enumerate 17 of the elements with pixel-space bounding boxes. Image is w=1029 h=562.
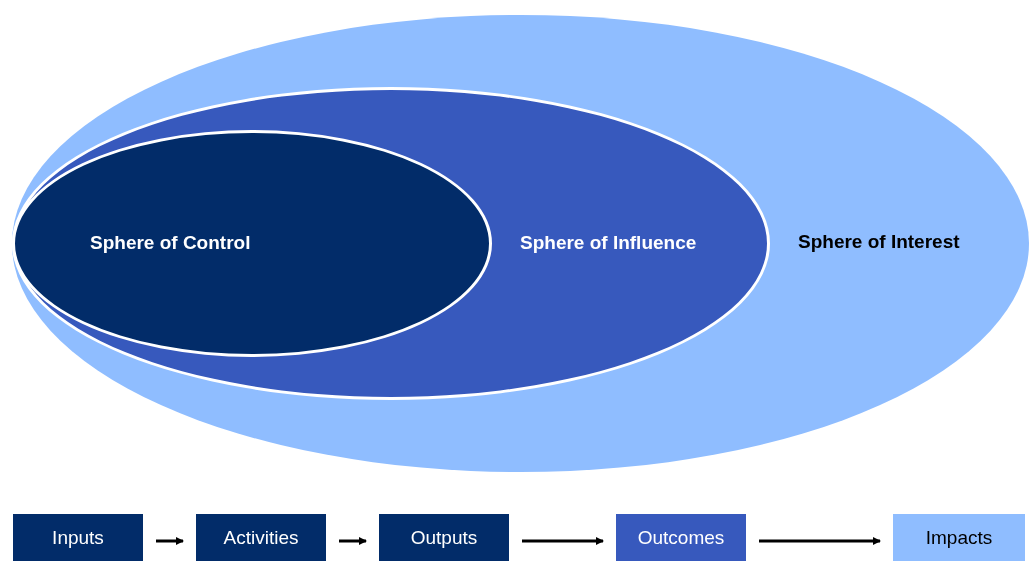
stage-box — [893, 514, 1025, 561]
stage-label: Outputs — [410, 525, 478, 550]
sphere-label: Sphere of Influence — [520, 231, 697, 255]
stage-box — [13, 514, 143, 561]
sphere-label: Sphere of Control — [90, 231, 251, 255]
stage-label: Inputs — [52, 525, 104, 550]
stage-box — [196, 514, 326, 561]
arrow — [759, 537, 881, 545]
stage-label: Impacts — [925, 525, 993, 550]
arrow — [522, 537, 604, 545]
stage-box — [616, 514, 746, 561]
stage-label: Outcomes — [637, 525, 725, 550]
arrow — [156, 537, 184, 545]
sphere-label: Sphere of Interest — [798, 230, 960, 254]
stage-label: Activities — [223, 525, 299, 550]
stage-box — [379, 514, 509, 561]
arrow — [339, 537, 367, 545]
